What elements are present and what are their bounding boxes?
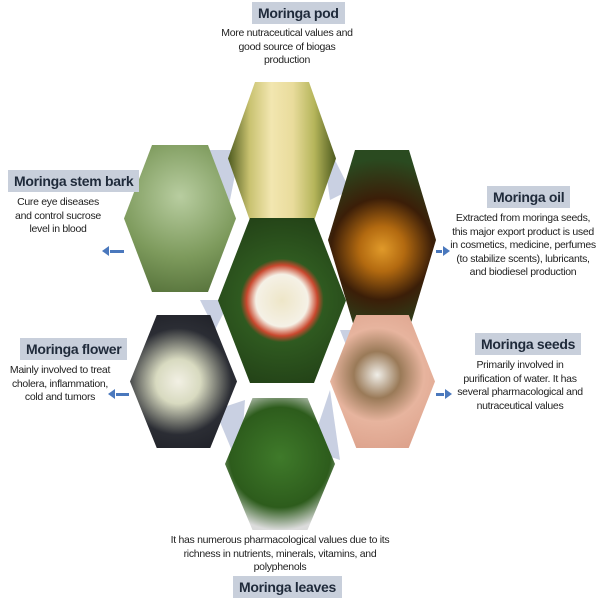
flower-description: Mainly involved to treat cholera, inflam… xyxy=(9,364,111,403)
flower-title: Moringa flower xyxy=(20,338,128,360)
pod-title: Moringa pod xyxy=(252,2,345,24)
stem-bark-description: Cure eye diseases and control sucrose le… xyxy=(15,196,101,235)
stem-bark-arrow xyxy=(102,246,124,256)
oil-arrow xyxy=(436,246,450,256)
oil-title: Moringa oil xyxy=(487,186,571,208)
seeds-arrow xyxy=(436,389,452,399)
stem-bark-image xyxy=(124,145,236,292)
leaves-title: Moringa leaves xyxy=(233,576,342,598)
oil-image xyxy=(328,150,436,330)
stem-bark-title: Moringa stem bark xyxy=(8,170,140,192)
pod-description: More nutraceutical values and good sourc… xyxy=(221,27,353,66)
flower-arrow xyxy=(108,389,129,399)
seeds-description: Primarily involved in purification of wa… xyxy=(457,359,583,412)
leaves-description: It has numerous pharmacological values d… xyxy=(170,534,390,573)
seeds-title: Moringa seeds xyxy=(475,333,582,355)
oil-description: Extracted from moringa seeds, this major… xyxy=(450,212,596,278)
pod-image xyxy=(228,82,336,235)
